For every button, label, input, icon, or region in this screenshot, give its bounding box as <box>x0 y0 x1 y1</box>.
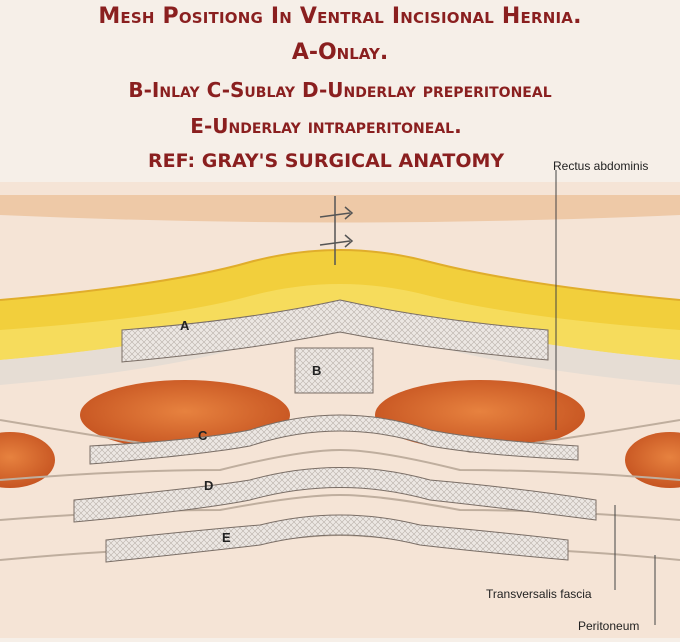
mesh-d-preperitoneal <box>73 467 597 523</box>
lateral-muscle-right <box>625 432 680 488</box>
label-transversalis-fascia: Transversalis fascia <box>486 587 592 601</box>
midline-suture-icon <box>319 196 354 265</box>
reference-line: REF: GRAY'S SURGICAL ANATOMY <box>148 150 505 172</box>
label-peritoneum: Peritoneum <box>578 619 639 633</box>
mesh-label-d: D <box>204 478 213 493</box>
title-line-3: B-Inlay C-Sublay D-Underlay preperitonea… <box>128 78 552 102</box>
mesh-label-c: C <box>198 428 208 443</box>
label-rectus-abdominis: Rectus abdominis <box>553 159 648 173</box>
title-line-2: A-Onlay. <box>291 40 389 65</box>
mesh-label-e: E <box>222 530 231 545</box>
title-line-1: Mesh Positiong In Ventral Incisional Her… <box>98 4 582 29</box>
mesh-b-inlay <box>294 347 374 394</box>
mesh-c-sublay <box>89 414 579 465</box>
mesh-label-b: B <box>312 363 321 378</box>
mesh-label-a: A <box>180 318 190 333</box>
mesh-a-onlay <box>121 299 549 363</box>
title-line-4: E-Underlay intraperitoneal. <box>190 114 462 138</box>
lateral-muscle-left <box>0 432 55 488</box>
dermis-layer <box>0 195 680 223</box>
mesh-e-intraperitoneal <box>105 514 569 563</box>
